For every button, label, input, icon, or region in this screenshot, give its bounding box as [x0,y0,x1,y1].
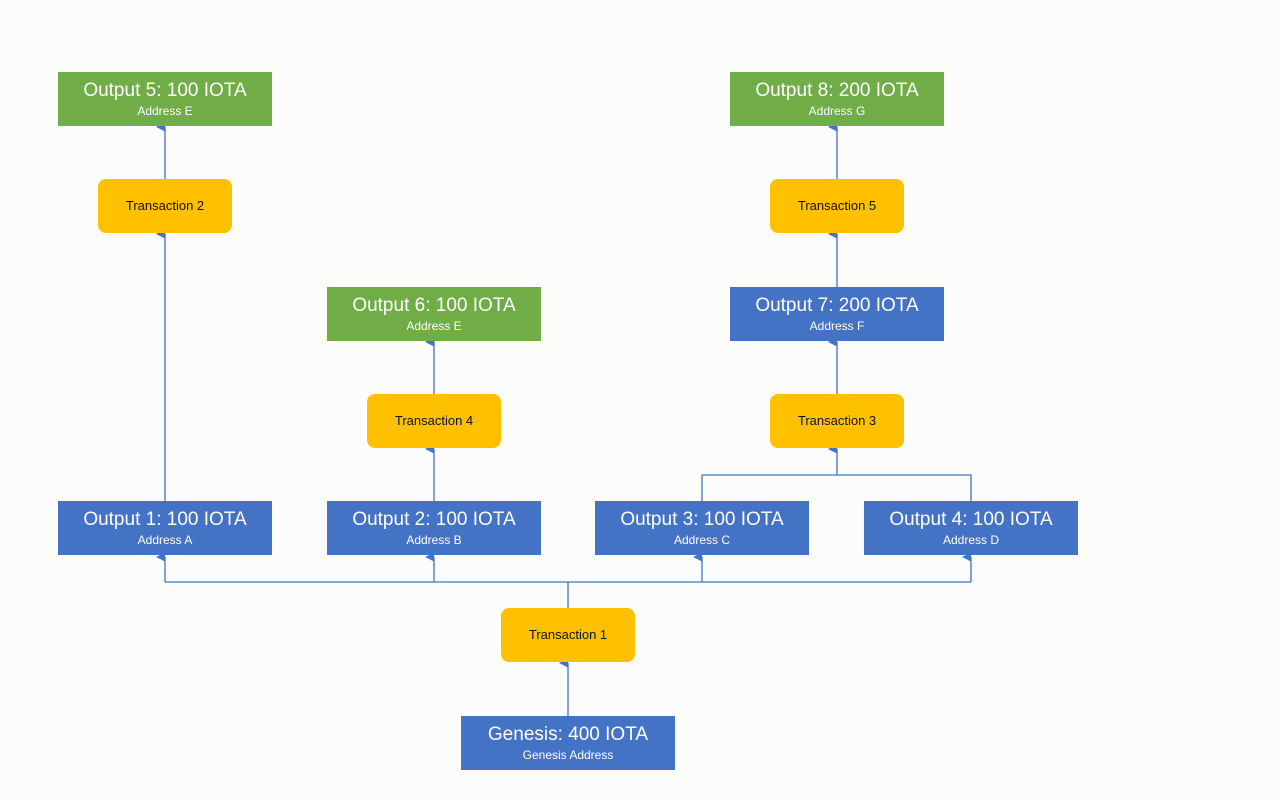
genesis-title: Genesis: 400 IOTA [487,723,649,745]
transaction-2-label: Transaction 2 [125,198,205,213]
output-6-node: Output 6: 100 IOTA Address E [327,287,541,341]
output-1-title: Output 1: 100 IOTA [83,508,247,530]
output-2-address: Address B [406,532,462,547]
output-7-address: Address F [809,318,865,333]
transaction-5-node: Transaction 5 [770,179,904,233]
transaction-5-label: Transaction 5 [797,198,877,213]
output-4-title: Output 4: 100 IOTA [889,508,1053,530]
output-6-address: Address E [406,318,462,333]
transaction-3-node: Transaction 3 [770,394,904,448]
transaction-4-node: Transaction 4 [367,394,501,448]
transaction-2-node: Transaction 2 [98,179,232,233]
transaction-3-label: Transaction 3 [797,413,877,428]
transaction-4-label: Transaction 4 [394,413,474,428]
output-8-node: Output 8: 200 IOTA Address G [730,72,944,126]
output-3-node: Output 3: 100 IOTA Address C [595,501,809,555]
output-7-title: Output 7: 200 IOTA [755,294,919,316]
output-5-address: Address E [137,103,193,118]
output-2-title: Output 2: 100 IOTA [352,508,516,530]
output-4-node: Output 4: 100 IOTA Address D [864,501,1078,555]
output-4-address: Address D [942,532,1000,547]
output-2-node: Output 2: 100 IOTA Address B [327,501,541,555]
transaction-1-label: Transaction 1 [528,627,608,642]
output-3-title: Output 3: 100 IOTA [620,508,784,530]
output-3-address: Address C [673,532,731,547]
transaction-1-node: Transaction 1 [501,608,635,662]
output-5-node: Output 5: 100 IOTA Address E [58,72,272,126]
output-6-title: Output 6: 100 IOTA [352,294,516,316]
edge-output-3-to-tx3 [701,474,837,501]
edge-output-4-to-tx3 [837,474,972,501]
genesis-node: Genesis: 400 IOTA Genesis Address [461,716,675,770]
output-8-title: Output 8: 200 IOTA [755,79,919,101]
output-8-address: Address G [808,103,866,118]
output-1-node: Output 1: 100 IOTA Address A [58,501,272,555]
output-1-address: Address A [137,532,193,547]
output-7-node: Output 7: 200 IOTA Address F [730,287,944,341]
genesis-address: Genesis Address [522,747,614,762]
output-5-title: Output 5: 100 IOTA [83,79,247,101]
